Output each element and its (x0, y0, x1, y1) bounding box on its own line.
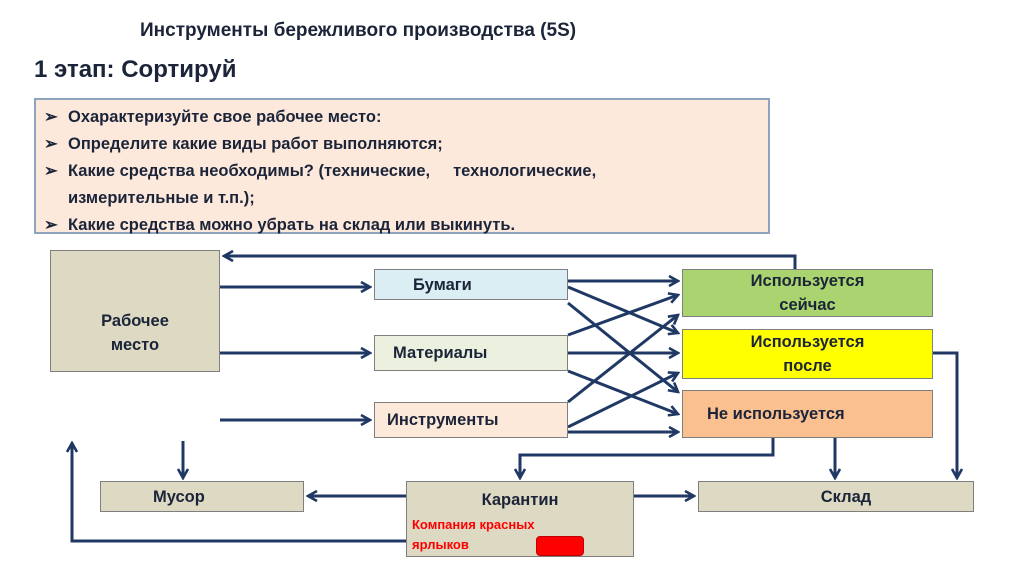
quarantine-box: Карантин Компания красных ярлыков (406, 481, 634, 557)
red-tag-icon (536, 536, 584, 556)
warehouse-box: Склад (698, 481, 974, 512)
task-item: ➢ Какие средства можно убрать на склад и… (44, 212, 760, 239)
status-not-used: Не используется (682, 390, 933, 438)
category-papers: Бумаги (374, 269, 568, 300)
status-label-line1: Используется (750, 333, 865, 351)
status-label-line2: после (783, 357, 832, 375)
arrow-bullet-icon: ➢ (44, 216, 58, 234)
status-used-now: Используется сейчас (682, 269, 933, 317)
quarantine-label: Карантин (481, 491, 559, 509)
arrow-papers-to-not-used (567, 301, 678, 392)
red-tag-campaign-note: Компания красных ярлыков (412, 515, 535, 555)
arrow-papers-to-used-later (567, 285, 678, 333)
page-title: Инструменты бережливого производства (5S… (140, 20, 577, 41)
arrow-used-now-to-workplace (224, 256, 797, 269)
note-line1: Компания красных (412, 517, 535, 532)
task-text: Какие средства можно убрать на склад или… (68, 216, 516, 234)
workplace-label-line1: Рабочее (101, 312, 169, 330)
task-text: Какие средства необходимы? (технические,… (68, 162, 597, 180)
arrow-materials-to-not-used (567, 369, 678, 414)
stage-heading: 1 этап: Сортируй (34, 56, 237, 83)
status-used-later: Используется после (682, 329, 933, 379)
arrow-bullet-icon: ➢ (44, 108, 58, 126)
task-text: Определите какие виды работ выполняются; (68, 135, 443, 153)
arrow-bullet-icon: ➢ (44, 135, 58, 153)
task-continuation: измерительные и т.п.); (68, 189, 255, 207)
status-label-line1: Используется (750, 272, 865, 290)
category-materials: Материалы (374, 335, 568, 371)
arrow-materials-to-used-now (567, 295, 678, 337)
arrow-not-used-to-quarantine (520, 438, 775, 478)
arrow-tools-to-used-later (567, 373, 678, 429)
note-line2: ярлыков (412, 537, 469, 552)
arrow-tools-to-used-now (567, 315, 678, 404)
arrow-bullet-icon: ➢ (44, 162, 58, 180)
category-tools: Инструменты (374, 402, 568, 438)
trash-box: Мусор (100, 481, 304, 512)
task-item: ➢ Какие средства необходимы? (технически… (44, 158, 760, 185)
task-list: ➢ Охарактеризуйте свое рабочее место: ➢ … (34, 98, 770, 234)
arrow-quarantine-return (72, 443, 406, 543)
task-item: ➢ Определите какие виды работ выполняютс… (44, 131, 760, 158)
workplace-label-line2: место (110, 336, 160, 354)
task-item: ➢ Охарактеризуйте свое рабочее место: (44, 104, 760, 131)
status-label-line2: сейчас (779, 296, 836, 314)
arrow-used-later-to-warehouse (933, 351, 957, 478)
task-text: Охарактеризуйте свое рабочее место: (68, 108, 382, 126)
workplace-box: Рабочее место (50, 250, 220, 372)
